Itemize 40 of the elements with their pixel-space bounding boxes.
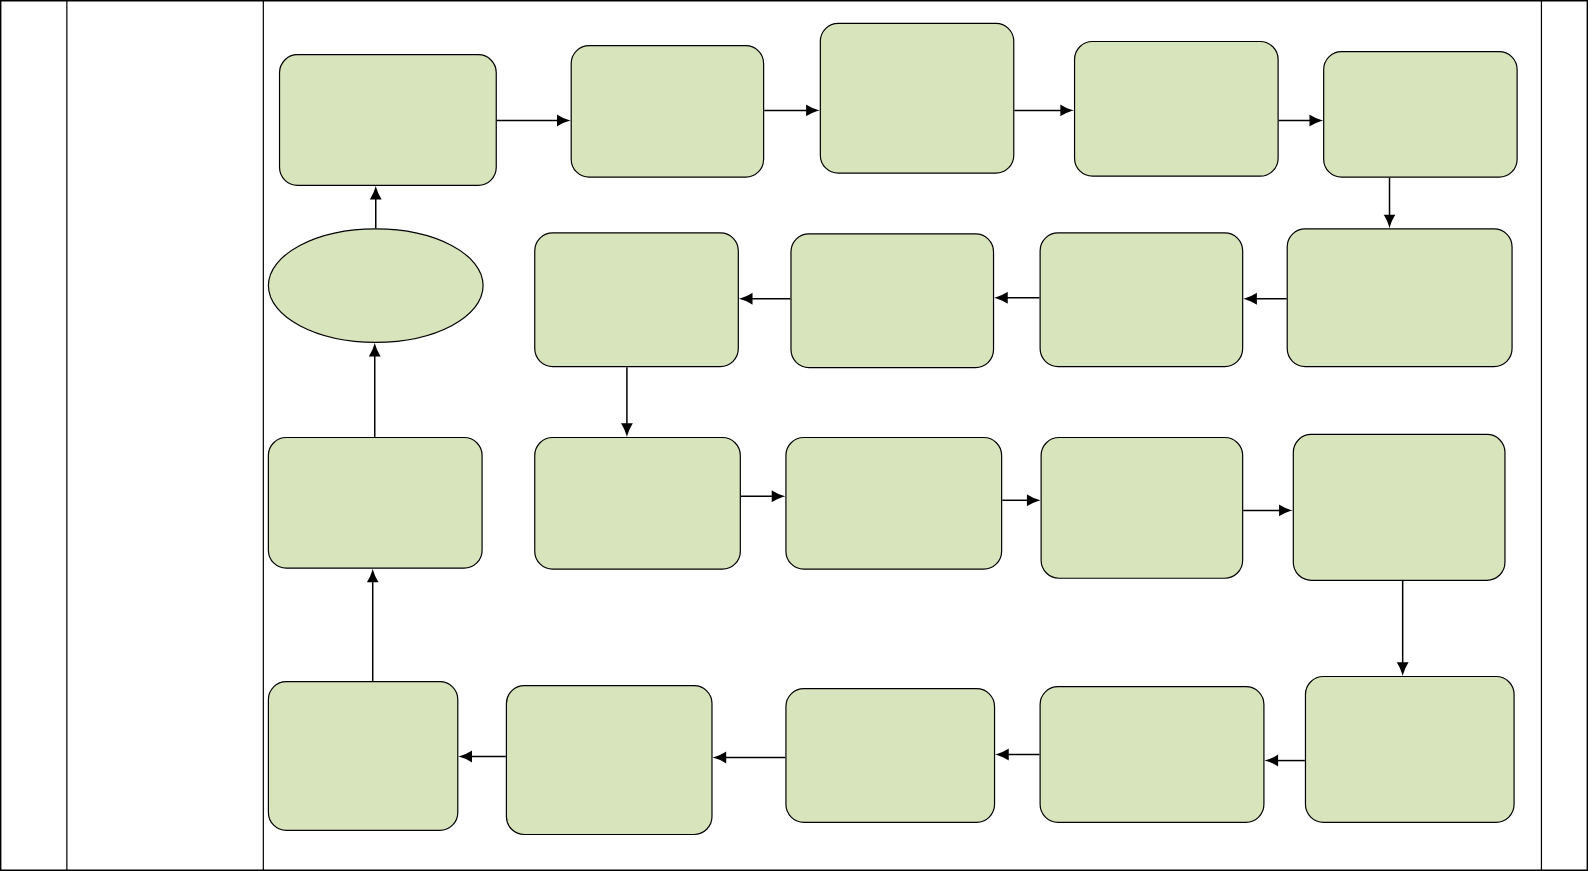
arrow (370, 187, 382, 229)
process-box (1073, 40, 1279, 177)
process-box (1040, 436, 1244, 579)
process-box (278, 54, 497, 186)
process-box (1039, 232, 1244, 368)
process-box (267, 680, 459, 832)
process-box (1039, 686, 1265, 823)
arrow (740, 490, 784, 502)
arrow (1397, 580, 1408, 674)
process-box (570, 44, 765, 178)
arrow (1277, 115, 1322, 126)
process-box (1323, 51, 1518, 178)
process-box (1286, 228, 1513, 368)
oval-shape (267, 228, 484, 343)
arrow (369, 344, 381, 438)
process-box (819, 22, 1015, 174)
arrow (1384, 177, 1395, 227)
arrow (997, 749, 1041, 760)
process-box (785, 688, 996, 823)
arrow (1266, 755, 1306, 766)
arrow (367, 570, 379, 682)
arrow (714, 752, 787, 763)
arrow (763, 105, 818, 116)
process-box (790, 233, 995, 369)
process-box (534, 232, 739, 368)
process-box (1292, 433, 1506, 581)
arrow (460, 751, 507, 762)
arrow (996, 292, 1041, 304)
arrow (621, 366, 633, 435)
arrow (1001, 494, 1039, 506)
process-box (785, 436, 1003, 570)
process-box (534, 436, 741, 570)
arrow (1242, 505, 1291, 516)
arrow (1013, 105, 1073, 116)
process-box (1304, 675, 1515, 823)
process-box (267, 436, 483, 569)
arrow (740, 293, 792, 305)
arrow (496, 115, 569, 126)
process-box (505, 685, 713, 836)
arrow (1245, 293, 1288, 305)
